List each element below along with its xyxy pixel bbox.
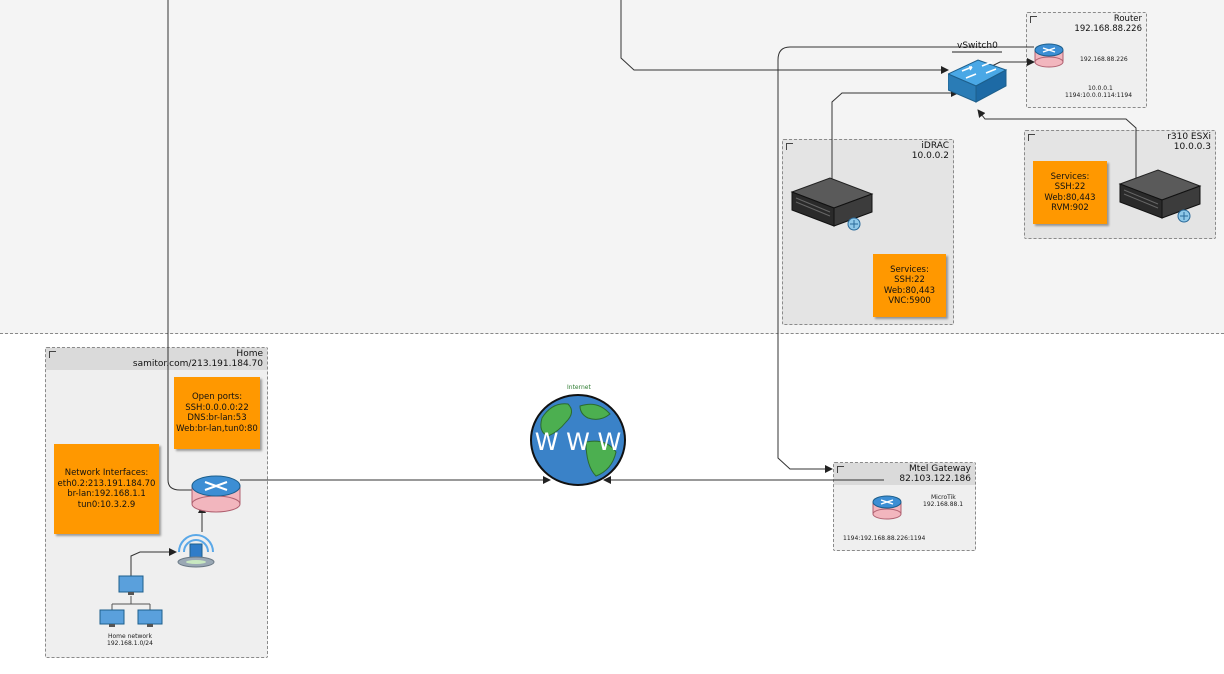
note-line: VNC:5900 — [888, 296, 931, 306]
note-line: SSH:22 — [1054, 182, 1086, 192]
group-collapse-icon[interactable] — [1030, 16, 1037, 23]
connector-router-to-gateway — [777, 46, 1034, 473]
esxi-group-header: r310 ESXi 10.0.0.3 — [1167, 132, 1211, 152]
connector-top-to-home-router — [167, 0, 196, 491]
internet-www-text: W W W — [535, 428, 621, 456]
group-collapse-icon[interactable] — [786, 143, 793, 150]
router-line2: 1194:10.0.0.114:1194 — [1065, 92, 1133, 99]
note-line: eth0.2:213.191.184.70 — [57, 478, 156, 489]
note-line: SSH:22 — [894, 275, 925, 285]
gateway-group[interactable]: Mtel Gateway 82.103.122.186 MicroTik 192… — [833, 462, 976, 551]
wifi-access-point-icon[interactable] — [176, 530, 216, 570]
connector-idrac-to-vswitch — [831, 89, 959, 180]
gateway-device-ip: 192.168.88.1 — [923, 501, 964, 508]
group-collapse-icon[interactable] — [837, 466, 844, 473]
note-line: Network Interfaces: — [64, 468, 149, 478]
server-icon[interactable] — [1118, 166, 1204, 226]
idrac-services-note: Services: SSH:22 Web:80,443 VNC:5900 — [873, 254, 946, 317]
home-network-subnet: 192.168.1.0/24 — [107, 640, 153, 647]
note-line: br-lan:192.168.1.1 — [67, 489, 146, 499]
gateway-group-header: Mtel Gateway 82.103.122.186 — [899, 464, 971, 484]
note-line: Web:80,443 — [1044, 192, 1096, 203]
router-device-ip: 192.168.88.226 — [1080, 56, 1128, 63]
router-line1: 10.0.0.1 — [1088, 85, 1113, 92]
switch-icon[interactable] — [948, 54, 1008, 106]
note-line: Services: — [1050, 171, 1090, 182]
gateway-ip: 82.103.122.186 — [899, 474, 971, 484]
home-group-band — [46, 348, 267, 370]
note-line: Services: — [890, 264, 929, 275]
lan-computers-icon[interactable] — [98, 574, 164, 630]
esxi-ip: 10.0.0.3 — [1173, 142, 1211, 152]
router-icon[interactable] — [1034, 40, 1064, 68]
gateway-device: MicroTik — [931, 494, 956, 501]
esxi-title: r310 ESXi — [1167, 132, 1211, 142]
home-network-label: Home network — [108, 633, 152, 640]
router-icon[interactable] — [872, 492, 902, 520]
gateway-forward: 1194:192.168.88.226:1194 — [843, 535, 926, 542]
open-ports-note: Open ports: SSH:0.0.0.0:22 DNS:br-lan:53… — [174, 377, 260, 449]
internet-label: Internet — [567, 384, 591, 391]
group-collapse-icon[interactable] — [1028, 134, 1035, 141]
router-ip: 192.168.88.226 — [1074, 24, 1142, 34]
router-icon[interactable] — [190, 470, 242, 516]
vswitch-label: vSwitch0 — [957, 41, 998, 51]
esxi-services-note: Services: SSH:22 Web:80,443 RVM:902 — [1033, 161, 1107, 224]
note-line: tun0:10.3.2.9 — [77, 499, 136, 510]
datacenter-zone — [0, 0, 1224, 334]
note-line: DNS:br-lan:53 — [187, 413, 247, 423]
router-title: Router — [1113, 14, 1142, 24]
internet-globe-icon[interactable]: W W W — [528, 392, 628, 488]
home-title: Home — [236, 349, 263, 359]
router-group-header: Router 192.168.88.226 — [1074, 14, 1142, 34]
idrac-ip: 10.0.0.2 — [911, 151, 949, 161]
group-collapse-icon[interactable] — [49, 351, 56, 358]
home-host: samitor.com/213.191.184.70 — [132, 359, 263, 369]
idrac-title: iDRAC — [921, 141, 949, 151]
note-line: Open ports: — [191, 392, 243, 402]
note-line: SSH:0.0.0.0:22 — [185, 402, 249, 413]
connector-lan-to-wifi — [130, 548, 177, 578]
note-line: Web:br-lan,tun0:80 — [176, 423, 258, 434]
connector-top-to-vswitch — [620, 0, 949, 74]
note-line: Web:80,443 — [883, 285, 936, 296]
connector-esxi-to-vswitch — [977, 109, 1137, 180]
note-line: RVM:902 — [1051, 203, 1089, 213]
server-icon[interactable] — [790, 174, 876, 234]
idrac-group-header: iDRAC 10.0.0.2 — [912, 141, 949, 161]
network-interfaces-note: Network Interfaces: eth0.2:213.191.184.7… — [54, 444, 159, 534]
home-group-header: Home samitor.com/213.191.184.70 — [133, 349, 263, 369]
gateway-title: Mtel Gateway — [909, 464, 971, 474]
